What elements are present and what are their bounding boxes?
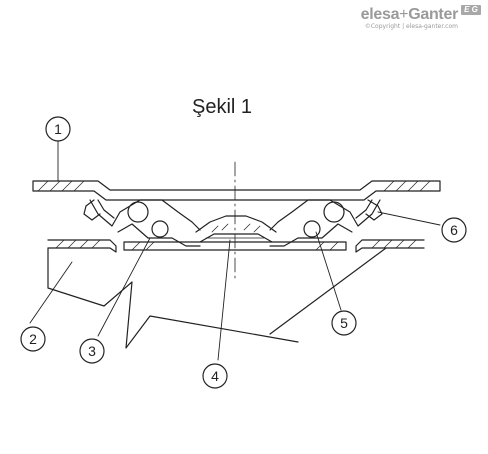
eg-badge: E G [461, 5, 481, 15]
copyright-text: ©Copyright | elesa-ganter.com [364, 23, 458, 30]
figure-title: Şekil 1 [192, 96, 253, 118]
callout-circle-2 [20, 326, 46, 352]
dust-seal [365, 199, 383, 221]
callout-circle-4 [202, 363, 228, 389]
brand-logo: elesa+Ganter [360, 6, 459, 23]
callout-label-6: 6 [450, 222, 458, 238]
top-plate [32, 180, 441, 201]
swivel-body [195, 215, 277, 233]
lower-raceway-left [117, 223, 201, 247]
lower-raceway-right [269, 223, 353, 247]
callout-label-4: 4 [211, 368, 219, 384]
fork-break-right [269, 247, 387, 335]
callout-label-1: 1 [54, 121, 62, 137]
callout-circle-6 [441, 217, 467, 243]
callout-label-3: 3 [88, 343, 96, 359]
ball-upper-left [127, 201, 149, 223]
callout-label-2: 2 [29, 331, 37, 347]
callout-circle-1 [45, 116, 71, 142]
upper-raceway-left [89, 199, 201, 231]
callout-label-5: 5 [340, 315, 348, 331]
upper-raceway-right [269, 199, 381, 231]
callout-circle-5 [331, 310, 357, 336]
ball-upper-right [323, 201, 345, 223]
ball-lower-left [151, 220, 169, 238]
fork-break-left [47, 247, 299, 349]
callout-circle-3 [79, 338, 105, 364]
ball-lower-right [303, 220, 321, 238]
brand-logo-block: elesa+Ganter ©Copyright | elesa-ganter.c… [360, 6, 459, 30]
inner-plate [123, 241, 347, 251]
